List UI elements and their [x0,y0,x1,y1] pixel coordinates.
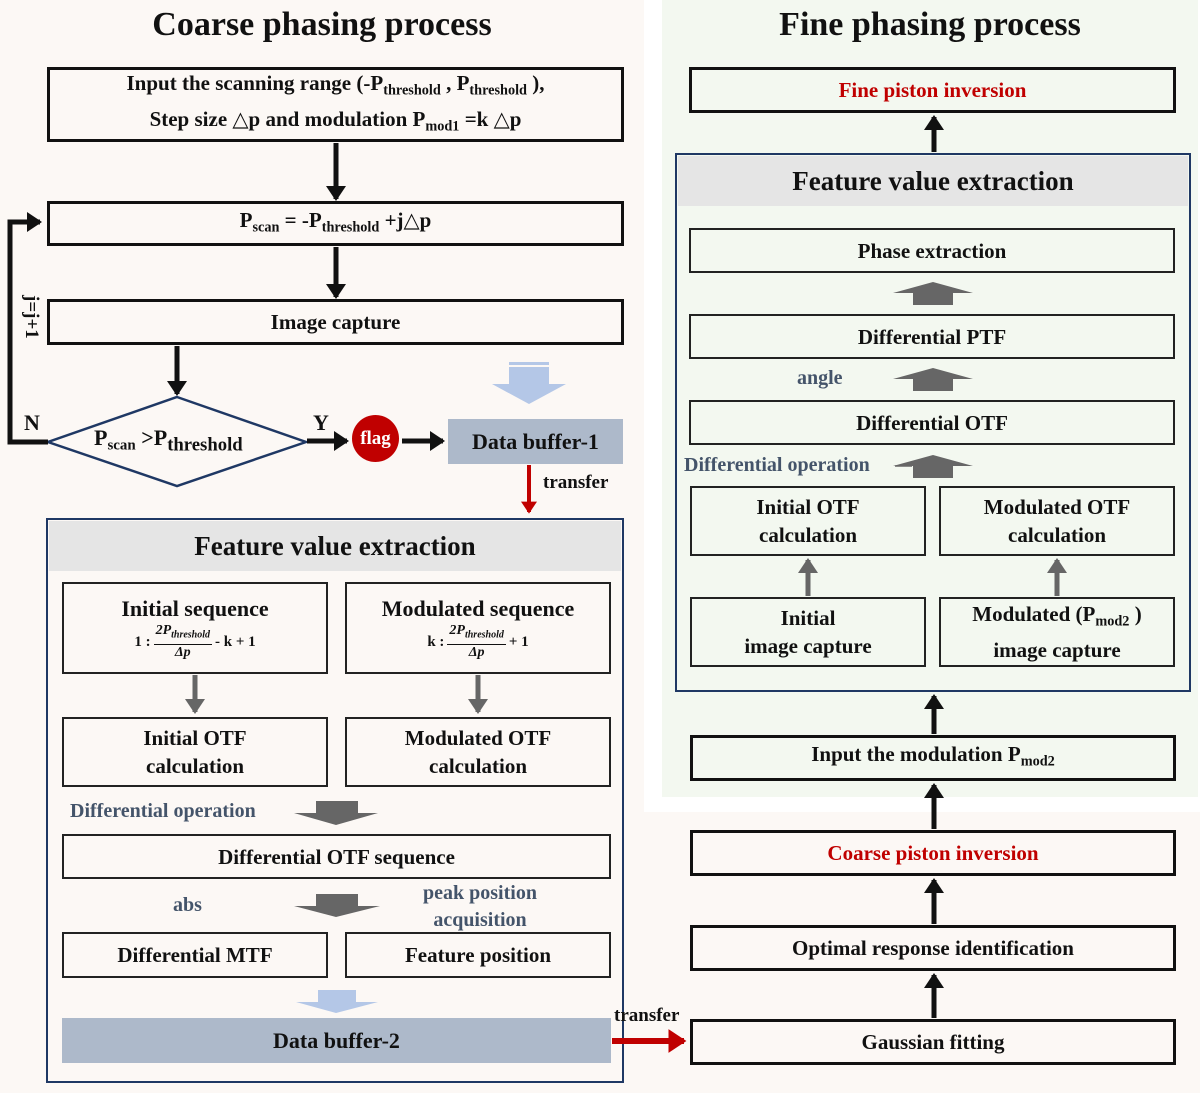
coarse-differential-operation-label: Differential operation [70,800,256,822]
coarse-feature-extraction-frame [46,518,624,1083]
gaussian-fitting-box: Gaussian fitting [690,1019,1176,1065]
pscan-box: Pscan = -Pthreshold +j△p [47,201,624,246]
feature-position-box: Feature position [345,932,611,978]
yes-label: Y [313,410,329,435]
initial-sequence-title: Initial sequence [121,596,269,622]
transfer-label-2: transfer [614,1005,680,1026]
input-line-2: Step size △p and modulation Pmod1 =k △p [149,106,522,134]
data-buffer-2: Data buffer-2 [62,1018,611,1063]
input-line-1: Input the scanning range (-Pthreshold , … [126,71,545,99]
input-modulation-box: Input the modulation Pmod2 [690,735,1176,781]
fine-feature-extraction-frame [675,153,1191,692]
coarse-piston-inversion-box: Coarse piston inversion [690,830,1176,876]
optimal-response-box: Optimal response identification [690,925,1176,971]
input-scanning-range-box: Input the scanning range (-Pthreshold , … [47,67,624,142]
abs-label: abs [173,894,202,916]
differential-otf-sequence-box: Differential OTF sequence [62,834,611,879]
transfer-label-1: transfer [543,472,609,493]
differential-mtf-box: Differential MTF [62,932,328,978]
flag-badge: flag [352,415,399,462]
modulated-image-capture-box: Modulated (Pmod2 ) image capture [939,597,1175,667]
coarse-feature-extraction-header: Feature value extraction [49,521,621,571]
modulated-sequence-title: Modulated sequence [381,596,575,622]
coarse-title: Coarse phasing process [152,6,492,43]
decision-label: Pscan >Pthreshold [94,425,243,456]
fine-differential-operation-label: Differential operation [684,454,870,476]
angle-label: angle [797,367,843,389]
no-label: N [24,410,40,435]
differential-ptf-box: Differential PTF [689,314,1175,359]
phase-extraction-box: Phase extraction [689,228,1175,273]
fine-piston-inversion-box: Fine piston inversion [689,67,1176,113]
image-capture-box: Image capture [47,299,624,345]
fine-differential-otf-box: Differential OTF [689,400,1175,445]
fine-feature-extraction-header: Feature value extraction [678,156,1188,206]
fine-title: Fine phasing process [779,6,1081,43]
data-buffer-1: Data buffer-1 [448,419,623,464]
loop-label: j=j+1 [21,295,42,339]
